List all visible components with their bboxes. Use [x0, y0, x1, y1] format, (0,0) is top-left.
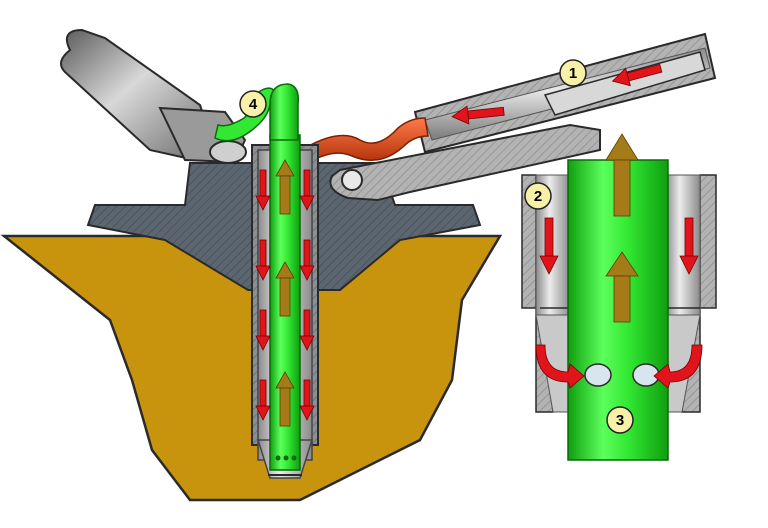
red-hose — [304, 117, 429, 164]
red-arrow-down — [299, 239, 315, 281]
callout-4-label: 4 — [249, 96, 258, 113]
callout-3-label: 3 — [616, 412, 624, 429]
probe-tip-inset — [521, 133, 717, 461]
lever-arm — [329, 123, 601, 202]
inset-port-hole — [584, 363, 612, 387]
red-arrow-curved-right — [535, 344, 585, 389]
actuator-cylinder — [60, 28, 247, 164]
callout-2-label: 2 — [534, 188, 542, 205]
red-arrow-down — [255, 309, 271, 351]
gold-arrow-up — [275, 159, 295, 215]
red-arrow-down — [255, 169, 271, 211]
red-arrow-down — [539, 217, 559, 275]
callout-2: 2 — [524, 182, 552, 210]
red-arrow-down — [299, 169, 315, 211]
gold-arrow-up — [275, 261, 295, 317]
red-arrow-down — [679, 217, 699, 275]
red-arrow-down — [255, 239, 271, 281]
gold-arrow-up — [605, 251, 639, 323]
red-arrow-down — [299, 309, 315, 351]
red-arrow-left — [611, 63, 663, 87]
red-arrow-down — [255, 379, 271, 421]
gold-arrow-up — [275, 371, 295, 427]
probe-down-arrows — [255, 169, 315, 421]
callout-4: 4 — [239, 90, 267, 118]
red-arrow-down — [299, 379, 315, 421]
red-arrow-left — [451, 105, 505, 125]
lever-pivot — [341, 169, 363, 191]
callout-1-label: 1 — [569, 65, 577, 82]
red-arrow-curved-left — [653, 344, 703, 389]
supply-flow-arrows — [451, 63, 663, 125]
probe-up-arrows — [275, 159, 295, 427]
callout-1: 1 — [559, 59, 587, 87]
callout-3: 3 — [606, 406, 634, 434]
gold-arrow-up — [605, 133, 639, 217]
